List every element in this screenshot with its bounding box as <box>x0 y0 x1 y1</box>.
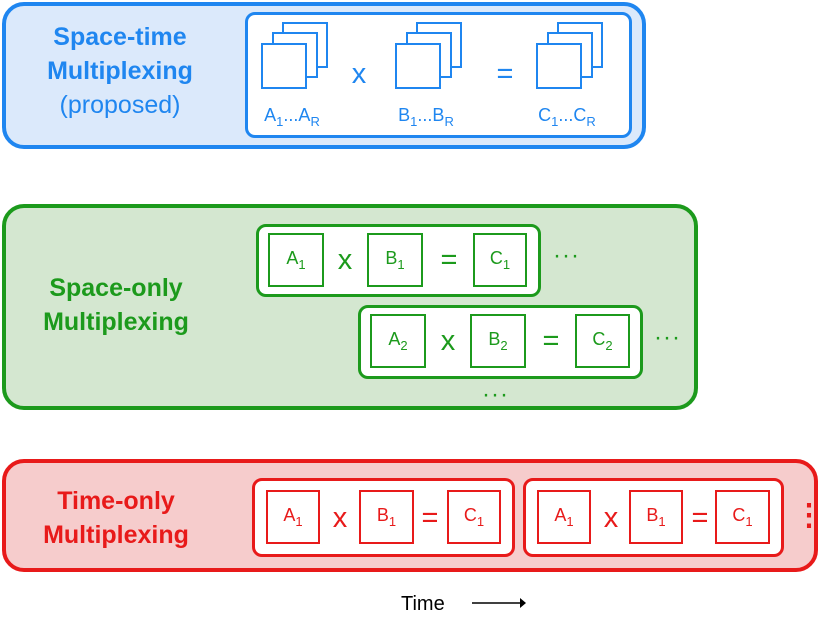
row1-equals-operator: = <box>440 244 458 276</box>
step1-multiply-operator: x <box>332 502 348 534</box>
matrix-c1-label: C1 <box>489 248 511 272</box>
matrix-a1-label: A1 <box>286 248 306 272</box>
space-only-title-line1: Space-only <box>49 274 183 302</box>
more-rows-ellipsis: ··· <box>482 381 509 408</box>
matrix-a-stack-front <box>261 43 307 89</box>
matrix-c2-label: C2 <box>592 329 613 353</box>
step1-matrix-c1 <box>447 490 501 544</box>
time-only-title-line1: Time-only <box>57 487 175 515</box>
matrix-b2-label: B2 <box>488 329 508 353</box>
time-arrow-icon <box>472 598 526 608</box>
matrix-b-stack-front <box>395 43 441 89</box>
step2-matrix-b1-label: B1 <box>646 505 666 529</box>
matrix-a2-label: A2 <box>388 329 408 353</box>
time-only-title: Time-only Multiplexing <box>16 484 216 552</box>
space-time-title-line1: Space-time <box>53 23 187 51</box>
time-only-vertical-ellipsis: ⋮ <box>794 499 825 532</box>
space-only-title-line2: Multiplexing <box>43 308 189 336</box>
step2-matrix-c1-label: C1 <box>732 505 753 529</box>
row2-equals-operator: = <box>542 325 560 357</box>
equals-operator: = <box>496 58 514 90</box>
step1-matrix-a1-label: A1 <box>283 505 303 529</box>
step2-matrix-a1-label: A1 <box>554 505 574 529</box>
matrix-c2 <box>575 314 630 368</box>
step1-matrix-c1-label: C1 <box>463 505 485 529</box>
step2-matrix-c1 <box>715 490 770 544</box>
space-time-title: Space-time Multiplexing (proposed) <box>20 20 220 122</box>
matrix-b1 <box>367 233 423 287</box>
matrix-a1 <box>268 233 324 287</box>
matrix-c-range-label: C1...CR <box>538 105 596 129</box>
step1-matrix-a1 <box>266 490 320 544</box>
matrix-b2 <box>470 314 526 368</box>
multiply-operator: x <box>351 58 367 90</box>
step1-equals-operator: = <box>421 502 439 534</box>
row1-multiply-operator: x <box>337 244 353 276</box>
step2-equals-operator: = <box>691 502 709 534</box>
space-only-title: Space-only Multiplexing <box>16 271 216 339</box>
space-time-title-line3: (proposed) <box>59 91 181 119</box>
matrix-c1 <box>473 233 527 287</box>
time-axis-label: Time <box>401 593 445 615</box>
matrix-b1-label: B1 <box>385 248 405 272</box>
matrix-b-range-label: B1...BR <box>398 105 454 129</box>
step2-matrix-a1 <box>537 490 591 544</box>
row2-ellipsis: ··· <box>654 324 681 351</box>
matrix-a2 <box>370 314 426 368</box>
row1-ellipsis: ··· <box>553 242 580 269</box>
row2-multiply-operator: x <box>440 325 456 357</box>
step2-multiply-operator: x <box>603 502 619 534</box>
step1-matrix-b1 <box>359 490 414 544</box>
step2-matrix-b1 <box>629 490 683 544</box>
time-only-title-line2: Multiplexing <box>43 521 189 549</box>
matrix-c-stack-front <box>536 43 582 89</box>
step1-matrix-b1-label: B1 <box>376 505 397 529</box>
space-time-title-line2: Multiplexing <box>47 57 193 85</box>
matrix-a-range-label: A1...AR <box>264 105 320 129</box>
